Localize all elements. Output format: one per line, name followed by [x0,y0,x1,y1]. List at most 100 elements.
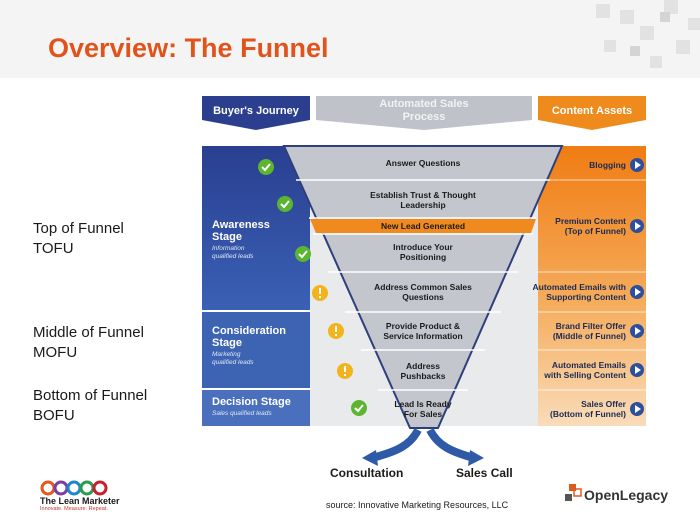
funnel-step-line: Introduce Your [393,242,453,252]
arrow-sales-call [426,428,476,462]
side-label-bofu: Bottom of Funnel BOFU [33,386,147,426]
funnel-step-line: Leadership [400,200,446,210]
header-automated-sales: Automated Sales Process [316,96,532,126]
content-asset-emails-supporting[interactable]: Automated Emails with Supporting Content [496,282,626,302]
stage-title: Stage [212,337,242,349]
funnel-shape [282,145,564,429]
funnel-step: Provide Product & Service Information [348,321,498,341]
funnel-step-line: New Lead Generated [380,221,466,231]
stage-subtitle-line: qualified leads [212,253,254,260]
stage-subtitle: Information qualified leads [212,245,270,261]
content-asset-line: (Middle of Funnel) [552,331,626,341]
side-label-line: Bottom of Funnel [33,387,148,404]
header-middle-line2: Process [402,111,446,123]
source-credit: source: Innovative Marketing Resources, … [326,500,509,510]
arrow-consultation [370,427,422,462]
funnel-step-line: Establish Trust & Thought [370,190,476,200]
stage-title: Decision Stage [212,396,291,408]
funnel-step: Answer Questions [348,158,498,168]
content-asset-line: Sales Offer [581,399,626,409]
alert-icon [337,363,353,379]
header-buyers-journey: Buyer's Journey [202,96,310,126]
funnel-step: Address Common Sales Questions [348,282,498,302]
stage-subtitle: Sales qualified leads [212,410,291,418]
header-middle-line1: Automated Sales [379,98,469,110]
content-asset-line: Brand Filter Offer [555,321,626,331]
decision-band [202,390,310,426]
funnel-step-line: Answer Questions [385,158,461,168]
side-label-line: TOFU [33,240,74,257]
content-asset-line: Blogging [589,160,626,170]
side-label-line: Middle of Funnel [33,324,144,341]
header-middle-shape [316,96,532,130]
content-asset-line: Premium Content [555,216,626,226]
alert-icon [312,285,328,301]
check-icon [258,159,274,175]
output-consultation: Consultation [330,466,404,480]
funnel-step-line: Address Common Sales [374,282,472,292]
stage-subtitle-line: qualified leads [212,359,254,366]
funnel-step: Address Pushbacks [348,361,498,381]
funnel-step: Establish Trust & Thought Leadership [348,190,498,210]
check-icon [351,400,367,416]
funnel-step: Introduce Your Positioning [348,242,498,262]
side-label-tofu: Top of Funnel TOFU [33,219,124,259]
funnel-step-line: Questions [402,292,444,302]
funnel-step-new-lead: New Lead Generated [348,221,498,231]
content-asset-line: Automated Emails with [532,282,626,292]
funnel-step-line: Service Information [383,331,463,341]
header-content-assets: Content Assets [538,96,646,126]
funnel-step-line: Lead Is Ready [394,399,452,409]
lean-marketer-name: The Lean Marketer [40,496,120,506]
content-asset-brand-filter[interactable]: Brand Filter Offer (Middle of Funnel) [496,321,626,341]
side-label-line: MOFU [33,344,78,361]
stage-subtitle-line: Sales qualified leads [212,410,272,417]
header-right-shape [538,96,646,130]
content-asset-emails-selling[interactable]: Automated Emails with Selling Content [496,360,626,380]
content-asset-blogging[interactable]: Blogging [496,160,626,170]
stage-title: Awareness [212,219,270,231]
output-sales-call: Sales Call [456,466,513,480]
stage-awareness: Awareness Stage Information qualified le… [212,219,270,261]
funnel-step-line: Pushbacks [400,371,446,381]
openlegacy-logo-icon [565,484,582,501]
header-right-label: Content Assets [551,104,633,117]
check-icon [295,246,311,262]
stage-title: Consideration [212,325,286,337]
stage-subtitle-line: Information [212,245,245,252]
openlegacy-logo: OpenLegacy [584,487,669,503]
lean-marketer-logo-icon [40,480,108,496]
funnel-step-line: For Sales [403,409,443,419]
slide-title: Overview: The Funnel [48,33,329,63]
side-label-line: BOFU [33,407,75,424]
content-assets-column [538,146,646,426]
side-label-line: Top of Funnel [33,220,124,237]
stage-title: Stage [212,231,242,243]
content-asset-line: Automated Emails [551,360,626,370]
lean-marketer-tagline: Innovate. Measure. Repeat. [40,506,108,512]
funnel-step-line: Positioning [399,252,447,262]
content-asset-line: Supporting Content [546,292,626,302]
side-label-mofu: Middle of Funnel MOFU [33,323,144,363]
stage-subtitle: Marketing qualified leads [212,351,286,367]
header-left-shape [202,96,310,130]
stage-decision: Decision Stage Sales qualified leads [212,396,291,418]
content-asset-line: with Selling Content [544,370,626,380]
new-lead-band [310,219,536,233]
header-left-label: Buyer's Journey [213,104,299,117]
funnel-step-line: Address [405,361,440,371]
alert-icon [328,323,344,339]
stage-subtitle-line: Marketing [212,351,241,358]
content-asset-premium[interactable]: Premium Content (Top of Funnel) [496,216,626,236]
consideration-band [202,312,310,388]
lean-marketer-logo: The Lean Marketer Innovate. Measure. Rep… [40,496,120,512]
content-asset-line: (Bottom of Funnel) [549,409,626,419]
stage-consideration: Consideration Stage Marketing qualified … [212,325,286,367]
content-asset-line: (Top of Funnel) [564,226,626,236]
funnel-step: Lead Is Ready For Sales [348,399,498,419]
content-asset-sales-offer[interactable]: Sales Offer (Bottom of Funnel) [496,399,626,419]
check-icon [277,196,293,212]
funnel-step-line: Provide Product & [385,321,461,331]
